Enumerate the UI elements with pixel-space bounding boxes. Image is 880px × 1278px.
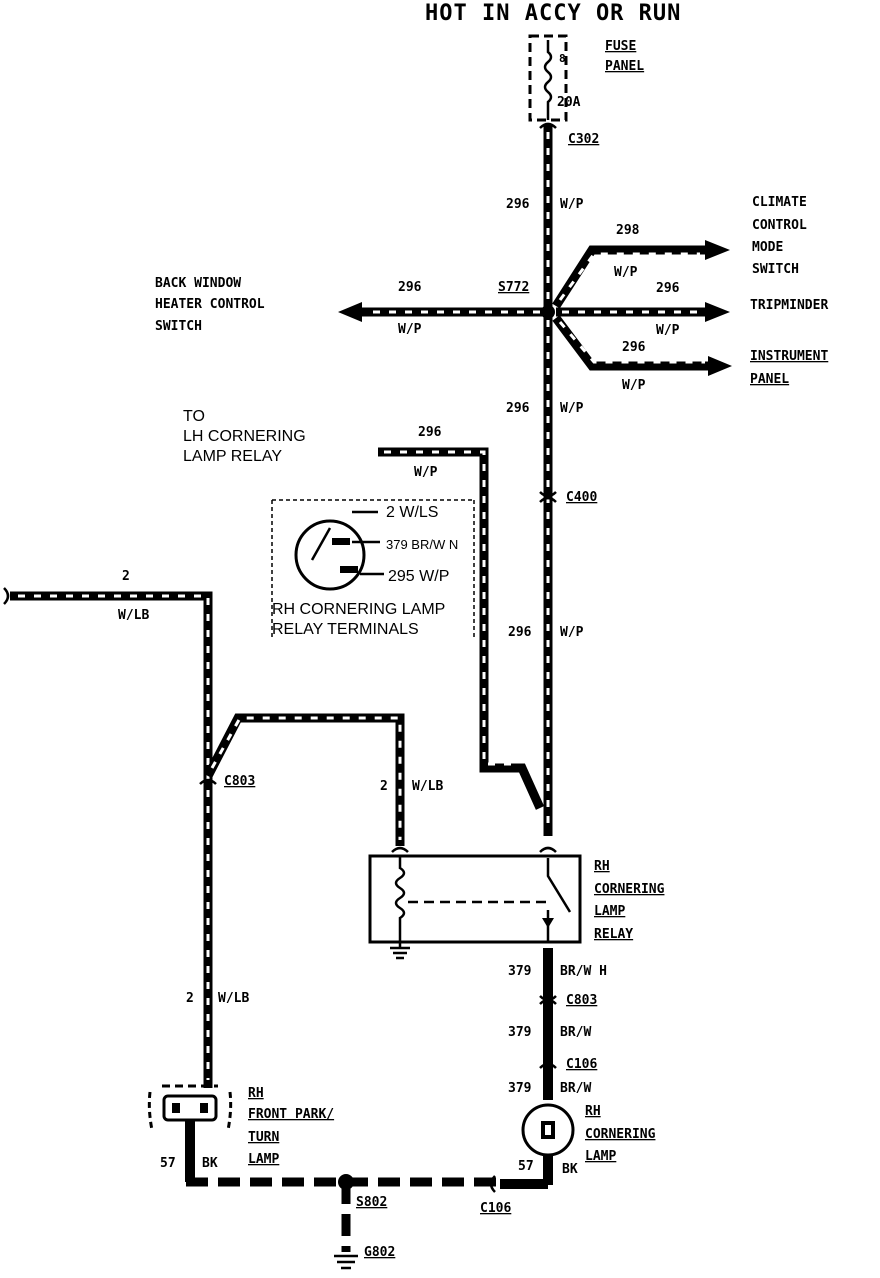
cornering-lamp: RH CORNERING LAMP bbox=[521, 1103, 656, 1185]
instrument-label-2: PANEL bbox=[750, 372, 789, 387]
wire-ground-left-color: BK bbox=[202, 1156, 218, 1171]
fuse-number: 8 bbox=[559, 52, 566, 65]
back-window-label-2: HEATER CONTROL bbox=[155, 297, 265, 312]
park-lamp-label-4: LAMP bbox=[248, 1152, 279, 1167]
connector-g802: G802 bbox=[364, 1245, 395, 1260]
wire-ground-right-color: BK bbox=[562, 1162, 578, 1177]
lh-relay-label-1: TO bbox=[183, 408, 205, 425]
connector-c106-upper: C106 bbox=[566, 1057, 597, 1072]
connector-c803-left: C803 bbox=[224, 774, 255, 789]
splice-s802 bbox=[338, 1174, 354, 1190]
wire-climate-circuit: 298 bbox=[616, 223, 640, 238]
wire-main-low-circuit: 296 bbox=[508, 625, 532, 640]
cornering-lamp-label-2: CORNERING bbox=[585, 1127, 656, 1142]
terminal-2-label: 379 BR/W N bbox=[386, 537, 458, 552]
wire-main-top-color: W/P bbox=[560, 197, 584, 212]
wire-back-window-color: W/P bbox=[398, 322, 422, 337]
climate-label-2: CONTROL bbox=[752, 218, 807, 233]
wire-left-top-circuit: 2 bbox=[122, 569, 130, 584]
park-lamp-label-2: FRONT PARK/ bbox=[248, 1107, 334, 1122]
back-window-label-3: SWITCH bbox=[155, 319, 202, 334]
ground-g802: G802 bbox=[334, 1245, 395, 1270]
wire-ground-left-circuit: 57 bbox=[160, 1156, 176, 1171]
wire-climate-color: W/P bbox=[614, 265, 638, 280]
diagram-title: HOT IN ACCY OR RUN bbox=[425, 1, 681, 26]
climate-label-4: SWITCH bbox=[752, 262, 799, 277]
climate-label-3: MODE bbox=[752, 240, 783, 255]
wire-relay-in-circuit: 2 bbox=[380, 779, 388, 794]
connector-s802: S802 bbox=[356, 1195, 387, 1210]
wire-instrument-circuit: 296 bbox=[622, 340, 646, 355]
wire-ground-right-circuit: 57 bbox=[518, 1159, 534, 1174]
park-turn-lamp: RH FRONT PARK/ TURN LAMP bbox=[147, 1084, 334, 1182]
connector-c803-right: C803 bbox=[566, 993, 597, 1008]
relay-label-4: RELAY bbox=[594, 927, 633, 942]
wire-out3-circuit: 379 bbox=[508, 1081, 531, 1096]
back-window-label-1: BACK WINDOW bbox=[155, 276, 241, 291]
wire-tripminder-color: W/P bbox=[656, 323, 680, 338]
fuse-panel-label-1: FUSE bbox=[605, 39, 636, 54]
wire-out3-color: BR/W bbox=[560, 1081, 591, 1096]
connector-c106-lower: C106 bbox=[480, 1201, 511, 1216]
park-lamp-label-3: TURN bbox=[248, 1130, 279, 1145]
wire-left-down-circuit: 2 bbox=[186, 991, 194, 1006]
wire-tripminder-circuit: 296 bbox=[656, 281, 680, 296]
wire-out2-circuit: 379 bbox=[508, 1025, 531, 1040]
wire-back-window-circuit: 296 bbox=[398, 280, 422, 295]
connector-c302: C302 bbox=[568, 132, 599, 147]
lh-relay-label-2: LH CORNERING bbox=[183, 428, 306, 445]
terminals-caption-2: RELAY TERMINALS bbox=[272, 621, 419, 638]
fuse-rating: 20A bbox=[557, 95, 581, 110]
terminal-1-label: 2 W/LS bbox=[386, 504, 438, 521]
relay-label-1: RH bbox=[594, 859, 610, 874]
fuse-panel-label-2: PANEL bbox=[605, 59, 644, 74]
relay-label-3: LAMP bbox=[594, 904, 625, 919]
terminals-caption-1: RH CORNERING LAMP bbox=[272, 601, 445, 618]
cornering-lamp-label-1: RH bbox=[585, 1104, 601, 1119]
relay-terminals-inset: 2 W/LS 379 BR/W N 295 W/P RH CORNERING L… bbox=[271, 499, 475, 640]
fuse: 8 20A FUSE PANEL bbox=[528, 34, 644, 122]
wire-out2-color: BR/W bbox=[560, 1025, 591, 1040]
wire-left-down-color: W/LB bbox=[218, 991, 249, 1006]
cornering-lamp-relay: RH CORNERING LAMP RELAY bbox=[368, 846, 665, 960]
relay-label-2: CORNERING bbox=[594, 882, 665, 897]
park-lamp-label-1: RH bbox=[248, 1086, 264, 1101]
terminal-3-label: 295 W/P bbox=[388, 568, 449, 585]
connector-c400: C400 bbox=[566, 490, 597, 505]
wire-main-top-circuit: 296 bbox=[506, 197, 530, 212]
wire-out1-color: BR/W H bbox=[560, 964, 607, 979]
cornering-lamp-label-3: LAMP bbox=[585, 1149, 616, 1164]
instrument-label-1: INSTRUMENT bbox=[750, 349, 828, 364]
wire-main-low-color: W/P bbox=[560, 625, 584, 640]
wire-left-top-color: W/LB bbox=[118, 608, 149, 623]
wire-main-mid-circuit: 296 bbox=[506, 401, 530, 416]
wire-relay-in-color: W/LB bbox=[412, 779, 443, 794]
connector-s772: S772 bbox=[498, 280, 529, 295]
wire-instrument-color: W/P bbox=[622, 378, 646, 393]
climate-label-1: CLIMATE bbox=[752, 195, 807, 210]
wire-out1-circuit: 379 bbox=[508, 964, 531, 979]
tripminder-label: TRIPMINDER bbox=[750, 298, 828, 313]
wire-lh-relay-color: W/P bbox=[414, 465, 438, 480]
lh-relay-label-3: LAMP RELAY bbox=[183, 448, 282, 465]
wire-main-mid-color: W/P bbox=[560, 401, 584, 416]
wire-lh-relay-circuit: 296 bbox=[418, 425, 442, 440]
